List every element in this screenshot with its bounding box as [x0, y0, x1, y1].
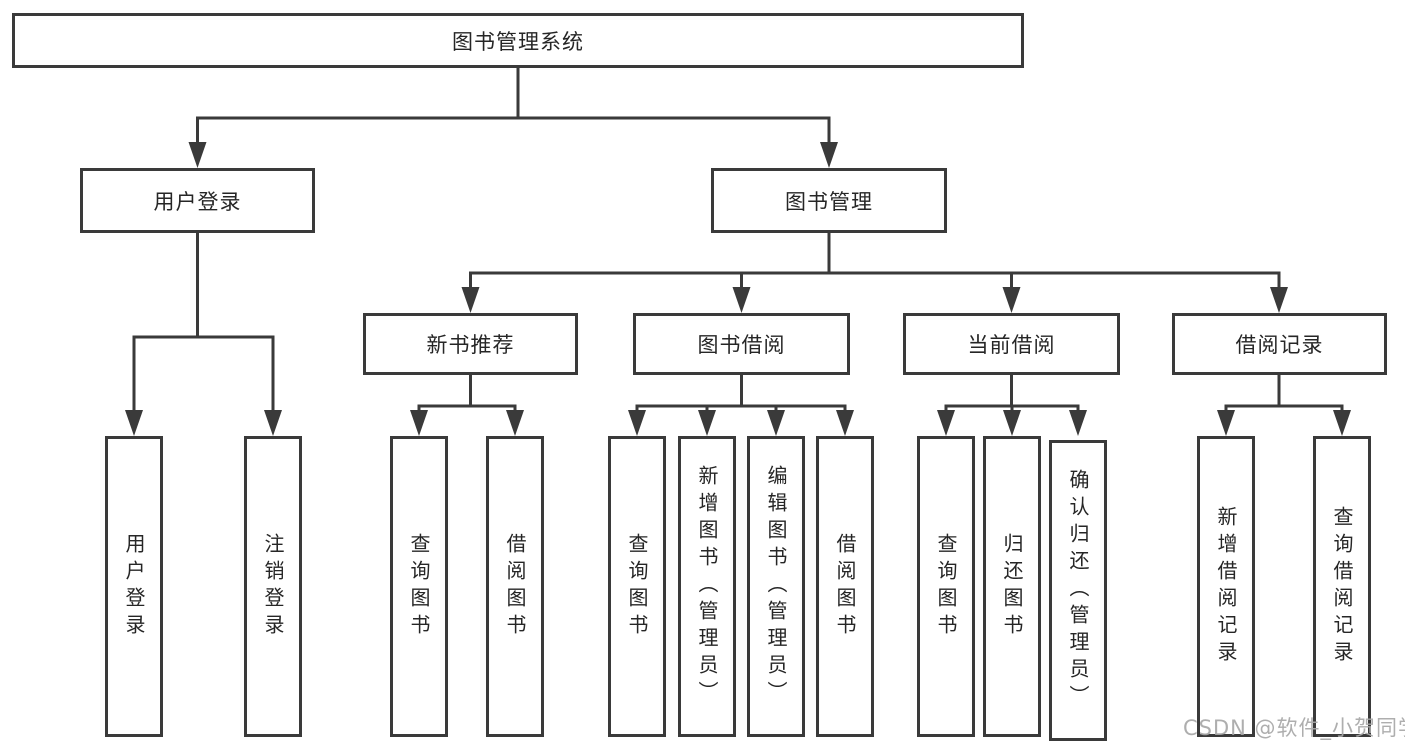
node-book-management: 图书管理 [711, 168, 947, 233]
node-user-login: 用户登录 [80, 168, 315, 233]
node-root: 图书管理系统 [12, 13, 1024, 68]
leaf-borrow-books-recommend-label: 借阅图书 [503, 532, 527, 641]
node-borrowing-records: 借阅记录 [1172, 313, 1387, 375]
leaf-edit-books-admin: 编辑图书（管理员） [747, 436, 805, 737]
node-current-borrowing-label: 当前借阅 [967, 333, 1056, 357]
leaf-borrow-books-recommend: 借阅图书 [486, 436, 544, 737]
leaf-user-login-label: 用户登录 [122, 532, 146, 641]
leaf-borrow-books: 借阅图书 [816, 436, 874, 737]
leaf-logout: 注销登录 [244, 436, 302, 737]
node-user-login-label: 用户登录 [153, 189, 242, 214]
leaf-query-borrow-record-label: 查询借阅记录 [1330, 505, 1354, 668]
leaf-edit-books-admin-label: 编辑图书（管理员） [764, 465, 788, 708]
node-root-label: 图书管理系统 [452, 29, 584, 54]
leaf-add-borrow-record: 新增借阅记录 [1197, 436, 1255, 737]
leaf-user-login: 用户登录 [105, 436, 163, 737]
node-current-borrowing: 当前借阅 [903, 313, 1120, 375]
leaf-confirm-return-admin: 确认归还（管理员） [1049, 440, 1107, 741]
leaf-query-books-current-label: 查询图书 [934, 532, 958, 641]
node-book-borrowing: 图书借阅 [633, 313, 850, 375]
node-borrowing-records-label: 借阅记录 [1235, 333, 1324, 357]
leaf-return-books-label: 归还图书 [1000, 532, 1024, 641]
leaf-logout-label: 注销登录 [261, 532, 285, 641]
leaf-confirm-return-admin-label: 确认归还（管理员） [1066, 469, 1090, 712]
leaf-add-borrow-record-label: 新增借阅记录 [1214, 505, 1238, 668]
leaf-query-books-borrowing: 查询图书 [608, 436, 666, 737]
leaf-add-books-admin: 新增图书（管理员） [678, 436, 736, 737]
leaf-query-books-recommend: 查询图书 [390, 436, 448, 737]
leaf-query-borrow-record: 查询借阅记录 [1313, 436, 1371, 737]
node-book-borrowing-label: 图书借阅 [697, 333, 786, 357]
leaf-add-books-admin-label: 新增图书（管理员） [695, 465, 719, 708]
leaf-return-books: 归还图书 [983, 436, 1041, 737]
leaf-borrow-books-label: 借阅图书 [833, 532, 857, 641]
leaf-query-books-recommend-label: 查询图书 [407, 532, 431, 641]
leaf-query-books-current: 查询图书 [917, 436, 975, 737]
node-new-book-recommendation-label: 新书推荐 [426, 333, 515, 357]
leaf-query-books-borrowing-label: 查询图书 [625, 532, 649, 641]
csdn-watermark: CSDN @软件_小贺同学 [1183, 716, 1405, 740]
node-new-book-recommendation: 新书推荐 [363, 313, 578, 375]
node-book-management-label: 图书管理 [785, 189, 873, 214]
